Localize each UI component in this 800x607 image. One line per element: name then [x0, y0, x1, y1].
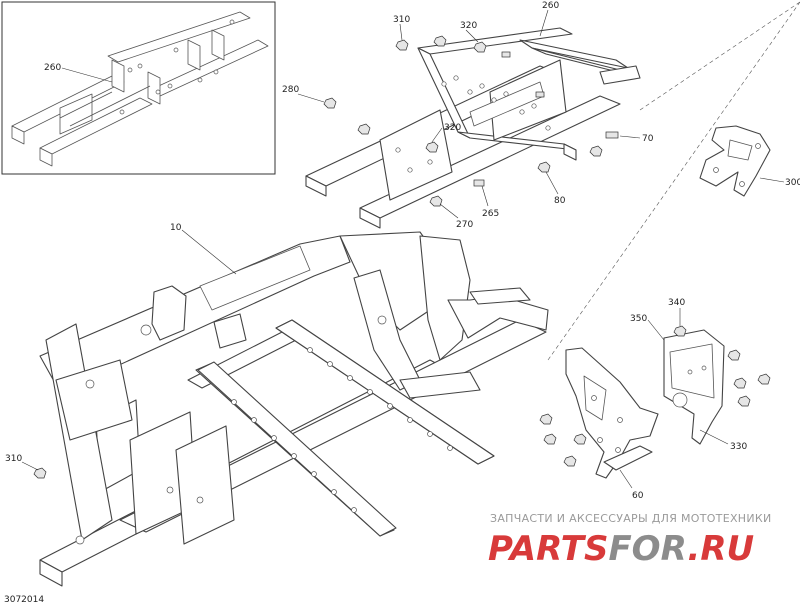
callout-10: 10: [170, 223, 182, 233]
callout-270: 270: [456, 220, 473, 230]
bracket-60: [565, 347, 659, 479]
nut-280: [323, 97, 337, 109]
nut-280-b: [357, 123, 371, 135]
watermark-tagline: ЗАПЧАСТИ И АКСЕССУАРЫ ДЛЯ МОТОТЕХНИКИ: [490, 512, 772, 525]
callout-line-330: [699, 429, 729, 445]
guide-line-upper: [639, 1, 800, 111]
callout-line-80: [545, 171, 559, 195]
callout-340: 340: [668, 298, 685, 308]
callout-330: 330: [730, 442, 747, 452]
callout-line-310-top: [399, 23, 403, 41]
nut-310-left: [33, 467, 47, 479]
nut-80: [537, 161, 551, 173]
guide-line-lower: [547, 1, 800, 361]
nut-320-mid: [425, 141, 439, 153]
callout-280: 280: [282, 85, 299, 95]
callout-260-inset: 260: [44, 63, 61, 73]
watermark-brand: PARTSFOR.RU: [488, 529, 754, 569]
callout-320-mid: 320: [444, 123, 461, 133]
callout-line-320-mid: [431, 127, 443, 143]
callout-line-265: [481, 185, 489, 207]
callout-line-60: [619, 469, 633, 489]
rear-subframe-260: [305, 27, 641, 229]
callout-line-280: [297, 93, 325, 103]
callout-80: 80: [554, 196, 566, 206]
callout-260-main: 260: [542, 1, 559, 11]
callout-line-320-top: [465, 29, 479, 43]
diagram-code: 3072014: [4, 595, 44, 605]
main-frame-10: [33, 231, 549, 587]
callout-320-top: 320: [460, 21, 477, 31]
bracket-330-plate: [663, 329, 725, 445]
callouts-top: 310 320 260 280 320 70 80 265 270: [282, 1, 654, 230]
callout-line-260-main: [539, 9, 549, 37]
callout-300: 300: [785, 178, 800, 188]
watermark-brand-ru: .RU: [687, 529, 754, 569]
watermark: ЗАПЧАСТИ И АКСЕССУАРЫ ДЛЯ МОТОТЕХНИКИ PA…: [488, 512, 772, 569]
callouts-main-frame: 10 310: [5, 223, 237, 471]
callout-310-left: 310: [5, 454, 22, 464]
callout-line-70: [619, 135, 641, 139]
callout-line-310-left: [21, 461, 39, 471]
inset-view: 260: [1, 1, 276, 175]
bracket-300: 300: [699, 125, 800, 197]
nut-310-top: [395, 39, 409, 51]
bolt-70: [605, 131, 619, 139]
inset-subframe: [11, 11, 269, 167]
nut-320-top: [473, 41, 487, 53]
nut-70-b: [589, 145, 603, 157]
callout-60: 60: [632, 491, 644, 501]
callout-line-270: [439, 203, 459, 219]
nut-top-c: [501, 51, 511, 58]
callout-line-260-inset: [61, 67, 113, 83]
callout-310-top: 310: [393, 15, 410, 25]
callout-350: 350: [630, 314, 647, 324]
callout-line-300: [759, 177, 785, 183]
callout-line-350: [647, 319, 665, 341]
bolt-265: [473, 179, 485, 187]
watermark-brand-for: FOR: [608, 529, 687, 569]
watermark-brand-parts: PARTS: [488, 529, 608, 569]
callout-70: 70: [642, 134, 654, 144]
nut-270: [429, 195, 443, 207]
fasteners-lower-right: [539, 325, 771, 467]
nut-top-d: [535, 91, 545, 98]
callouts-lower-right: 340 350 330 60: [619, 298, 747, 501]
nut-top-b: [433, 35, 447, 47]
callout-line-10: [181, 229, 237, 275]
callout-265: 265: [482, 209, 499, 219]
